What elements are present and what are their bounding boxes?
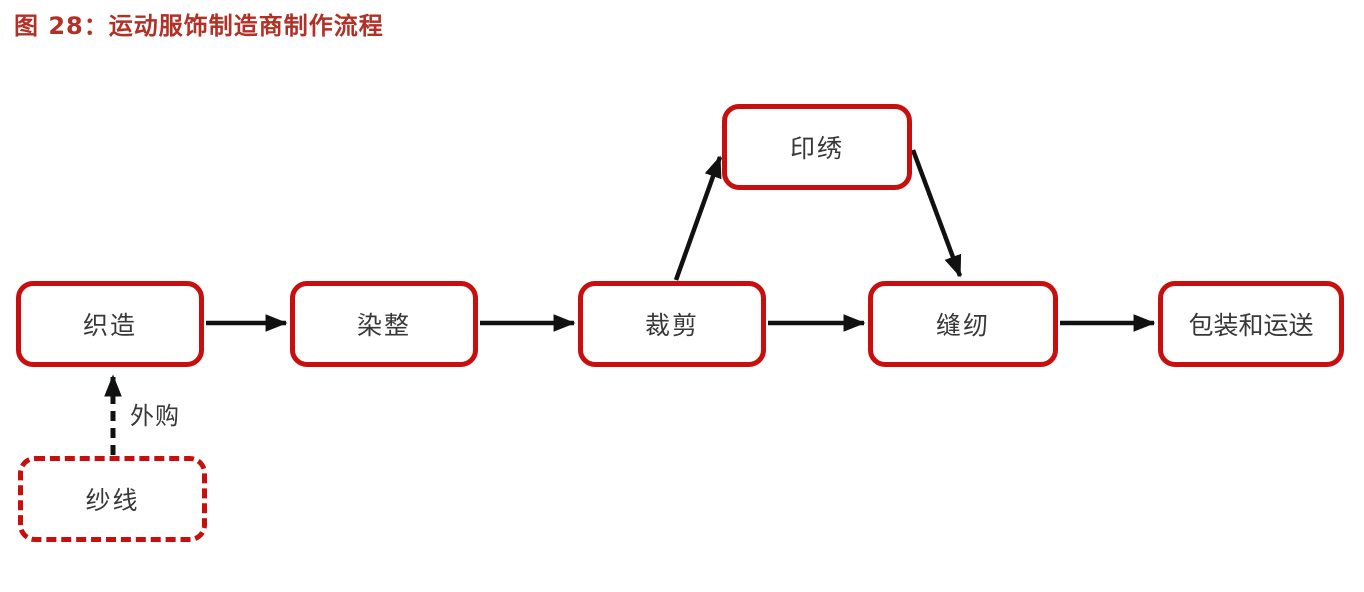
node-packing-shipping-label: 包装和运送 (1188, 311, 1314, 340)
node-weaving: 织造 (16, 281, 204, 367)
figure-title: 图 28：运动服饰制造商制作流程 (14, 12, 384, 40)
node-sewing: 缝纫 (868, 281, 1058, 367)
node-dyeing-finishing: 染整 (290, 281, 478, 367)
node-yarn-label: 纱线 (85, 486, 140, 515)
node-printing-embroidery: 印绣 (722, 104, 912, 190)
node-weaving-label: 织造 (82, 311, 137, 340)
node-dyeing-finishing-label: 染整 (356, 311, 411, 340)
node-cutting-label: 裁剪 (644, 311, 699, 340)
node-printing-embroidery-label: 印绣 (789, 134, 844, 163)
node-packing-shipping: 包装和运送 (1158, 281, 1344, 367)
node-sewing-label: 缝纫 (935, 311, 990, 340)
node-cutting: 裁剪 (578, 281, 766, 367)
node-yarn: 纱线 (18, 456, 207, 542)
arrow-printing-to-sewing (910, 149, 963, 278)
edge-label-outsourced: 外购 (130, 402, 180, 430)
arrow-cutting-to-printing (673, 155, 723, 281)
